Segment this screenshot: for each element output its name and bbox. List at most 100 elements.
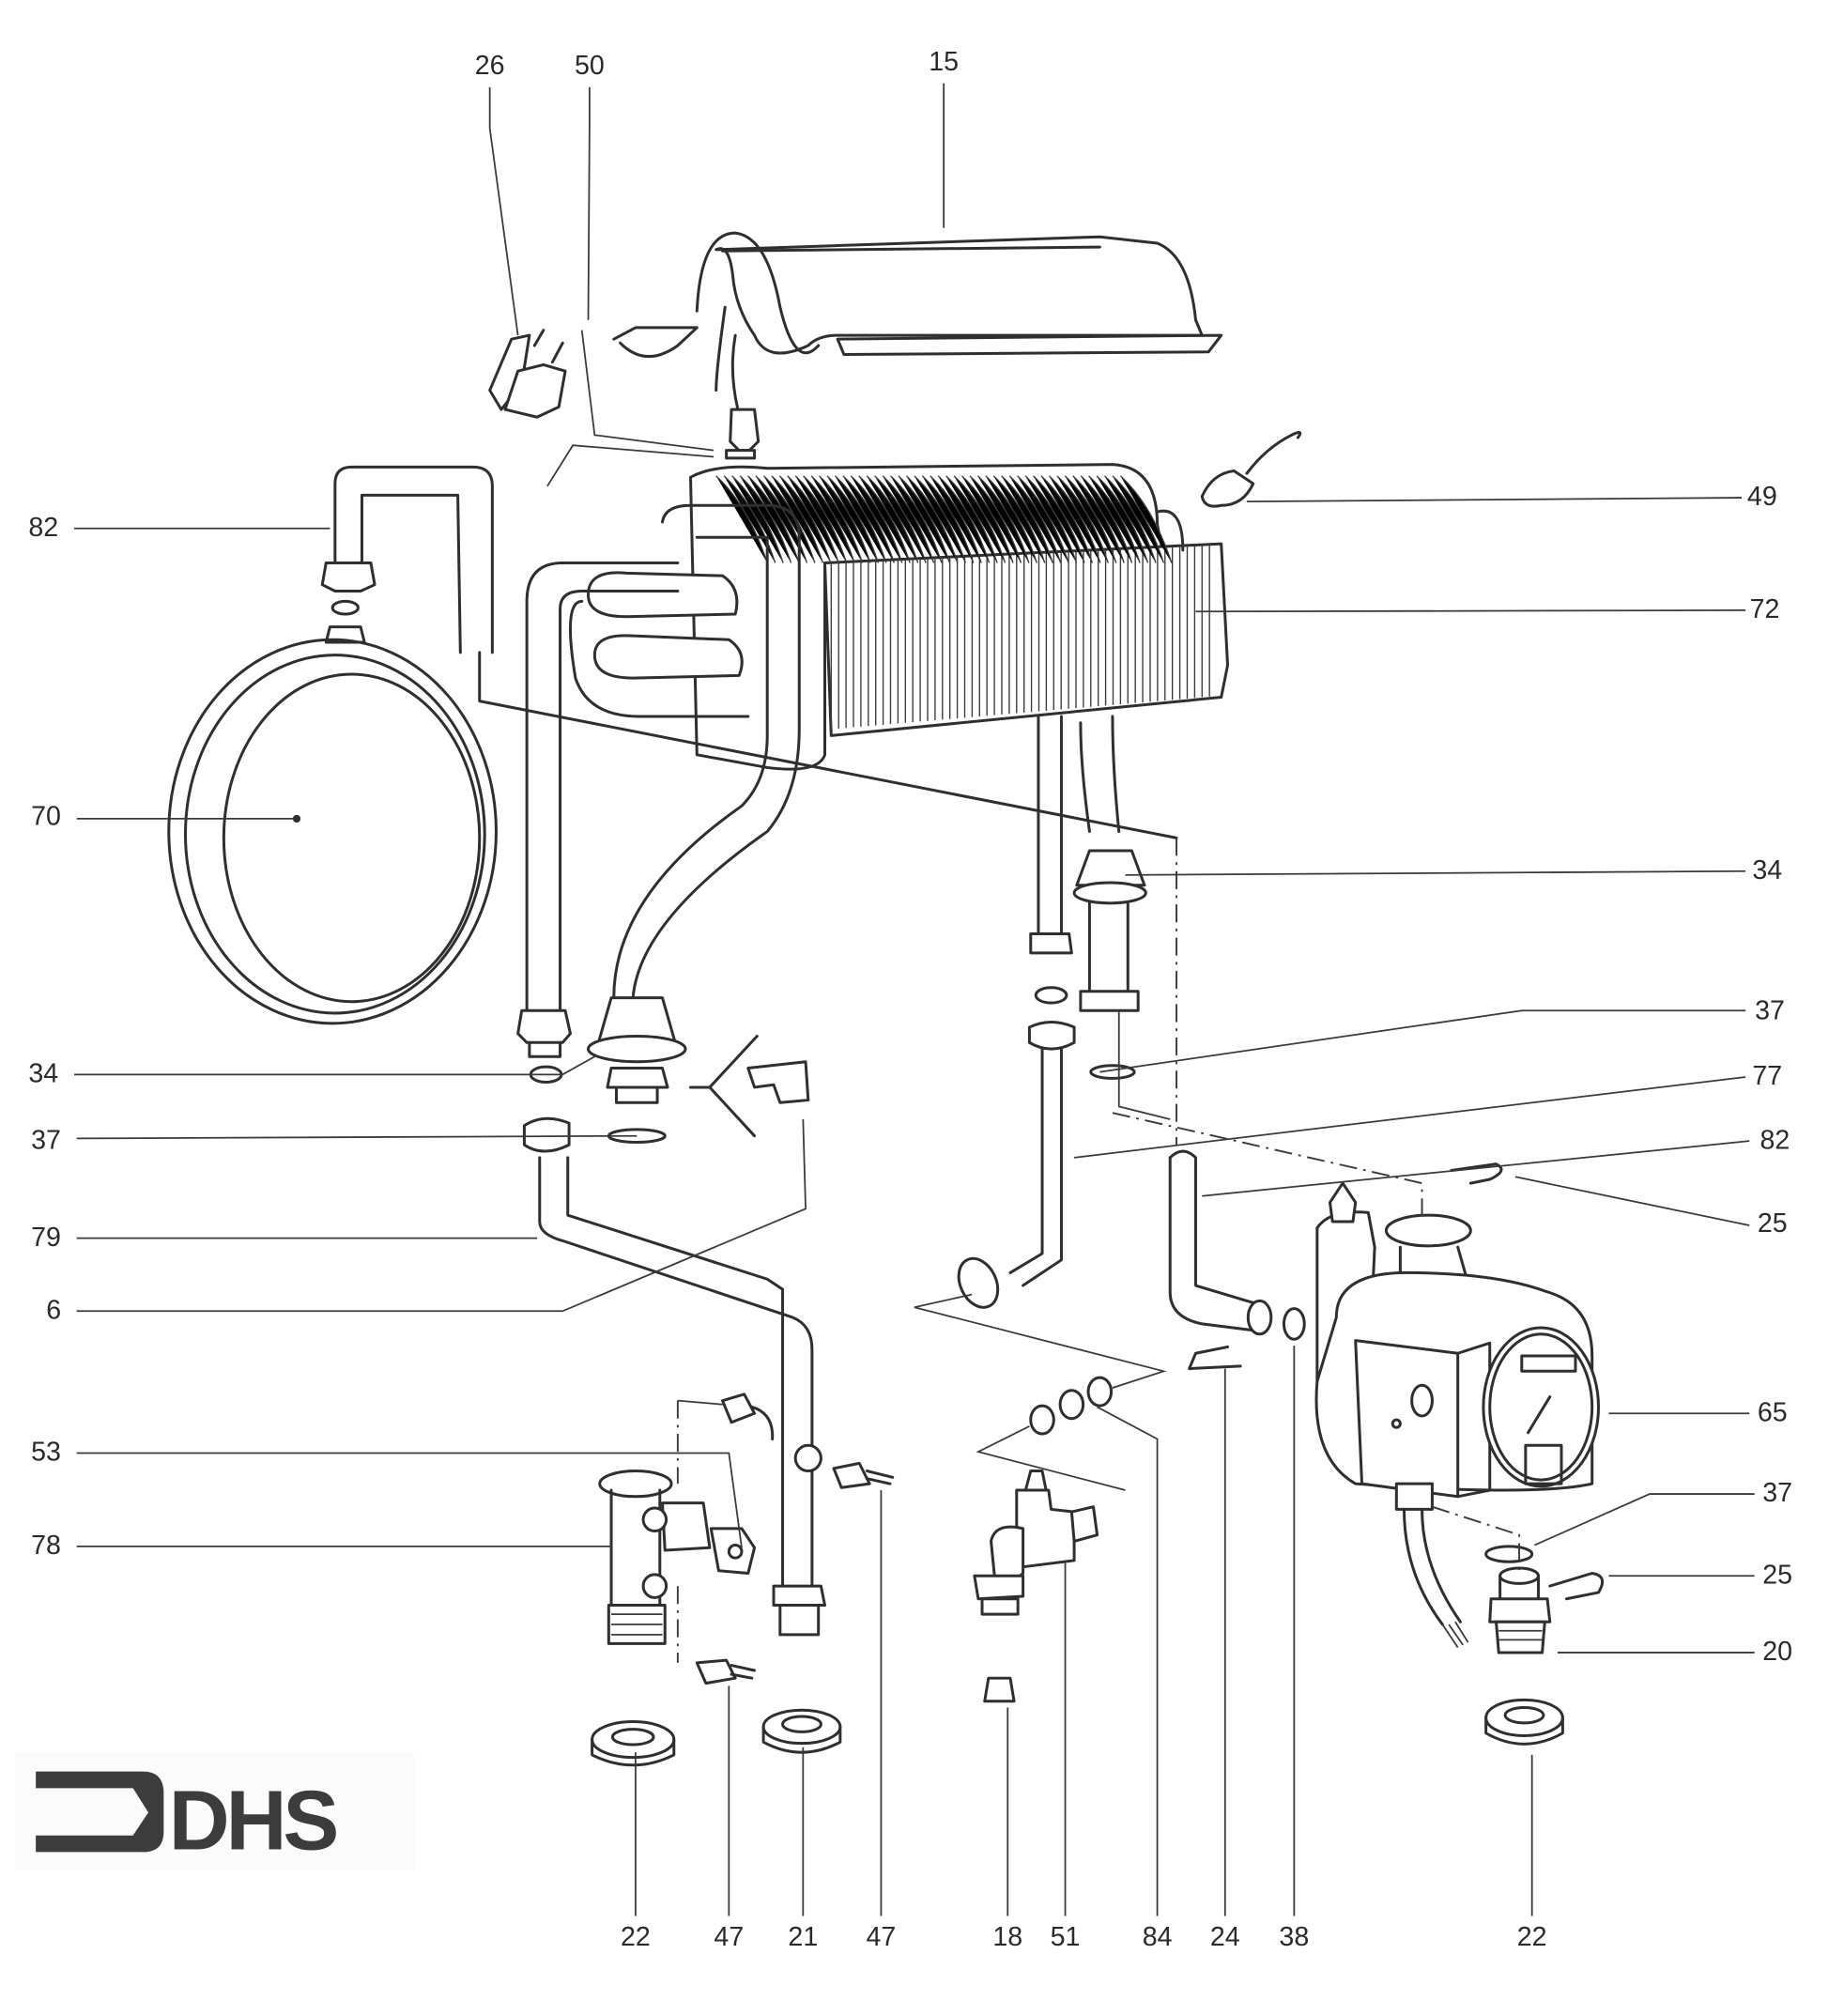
fin-line	[1080, 475, 1133, 563]
leader-line-left-6	[76, 1118, 807, 1313]
part-84-washers	[1029, 1376, 1114, 1436]
leader-line-right-82	[1202, 1140, 1750, 1197]
callout-47: 47	[714, 1922, 744, 1952]
fin-line	[976, 475, 1030, 563]
callout-53: 53	[31, 1438, 61, 1468]
fin-line	[803, 475, 855, 563]
fin-line	[739, 475, 792, 563]
part-21-nut	[761, 1708, 842, 1754]
callout-72: 72	[1750, 594, 1780, 624]
fin-line	[882, 475, 935, 563]
callout-70: 70	[31, 802, 61, 832]
part-22-nut-right	[1484, 1698, 1564, 1746]
fin-line	[1112, 475, 1165, 563]
callout-51: 51	[1051, 1922, 1081, 1952]
leader-line-right-77	[1073, 1076, 1746, 1159]
fin-line	[866, 475, 919, 563]
fin-line	[747, 475, 800, 563]
part-47-sensor-b	[832, 1461, 895, 1489]
part-26-clip	[488, 329, 567, 419]
callout-24: 24	[1210, 1922, 1240, 1952]
leader-line-bottom-84	[1097, 1406, 1159, 1916]
part-25-clip-bottom	[1548, 1572, 1605, 1601]
callout-77: 77	[1752, 1061, 1782, 1091]
leader-line-right-37	[1099, 1009, 1746, 1073]
fin-line	[826, 475, 880, 563]
fin-line	[1056, 475, 1109, 563]
fin-line	[985, 475, 1037, 563]
part-22-nut-left	[591, 1719, 676, 1767]
fin-line	[715, 475, 768, 563]
part-37-oring-right	[1484, 1545, 1534, 1563]
callout-38: 38	[1279, 1922, 1309, 1952]
callout-21: 21	[788, 1922, 818, 1952]
part-18-plug	[983, 1676, 1016, 1703]
fin-line	[937, 475, 991, 563]
fin-line	[787, 475, 839, 563]
callout-22: 22	[621, 1922, 651, 1952]
leader-line-left-34	[73, 1055, 595, 1076]
fin-line	[874, 475, 927, 563]
part-82-pipe-right	[1168, 838, 1262, 1332]
middle-pipes	[957, 715, 1171, 1309]
part-47-sensor-c	[695, 1658, 757, 1685]
fin-line	[914, 475, 966, 563]
part-47-sensor-a	[721, 1393, 775, 1440]
fin-line	[1001, 475, 1053, 563]
fin-line	[842, 475, 895, 563]
callout-15: 15	[929, 47, 959, 77]
part-53-sensor	[709, 1527, 757, 1576]
logo-text: DHS	[169, 1775, 337, 1869]
callout-82: 82	[1760, 1125, 1790, 1155]
fin-line	[819, 475, 871, 563]
fin-line	[1104, 475, 1157, 563]
fin-line	[1024, 475, 1078, 563]
part-65-pump	[1314, 1181, 1600, 1648]
part-72-heat-exchanger	[568, 463, 1230, 771]
part-82-pipe-top	[320, 465, 1178, 839]
fin-line	[921, 475, 975, 563]
callout-47: 47	[867, 1922, 897, 1952]
part-78-tee	[598, 1470, 712, 1645]
callout-37: 37	[1762, 1478, 1792, 1508]
part-50-sensor	[725, 333, 761, 460]
part-51-safety-valve	[973, 1470, 1099, 1616]
callout-49: 49	[1747, 482, 1777, 512]
fin-line	[1040, 475, 1094, 563]
callout-18: 18	[992, 1922, 1022, 1952]
part-38-seal	[1246, 1299, 1306, 1341]
callout-79: 79	[31, 1223, 61, 1253]
fin-line	[1119, 475, 1173, 563]
fin-line	[1064, 475, 1117, 563]
callout-37: 37	[1755, 996, 1785, 1026]
part-24-clip	[1188, 1345, 1242, 1371]
callout-82: 82	[28, 513, 58, 543]
fin-line	[834, 475, 887, 563]
callout-37: 37	[31, 1125, 61, 1155]
callout-34: 34	[28, 1058, 58, 1088]
callout-84: 84	[1143, 1922, 1173, 1952]
callout-6: 6	[46, 1295, 61, 1325]
leader-line-top-50	[587, 86, 591, 320]
leader-line-top-26	[488, 86, 519, 336]
leader-line-right-37	[1534, 1493, 1755, 1547]
fin-line	[905, 475, 959, 563]
leader-line-right-34	[1125, 869, 1746, 876]
part-15-hood	[612, 231, 1223, 392]
fin-line	[755, 475, 808, 563]
leader-line-right-25	[1514, 1176, 1750, 1226]
leader-line-left-37	[76, 1134, 638, 1140]
callout-26: 26	[475, 51, 505, 81]
leader-line-left-53	[76, 1452, 743, 1548]
fin-line	[898, 475, 951, 563]
callout-25: 25	[1762, 1560, 1792, 1590]
left-fittings	[516, 996, 814, 1588]
callout-34: 34	[1752, 855, 1782, 885]
part-20-connector	[1488, 1566, 1552, 1654]
fin-line	[1096, 475, 1149, 563]
fin-line	[1017, 475, 1069, 563]
part-49-sensor	[1200, 431, 1302, 508]
callout-50: 50	[575, 51, 605, 81]
dhs-logo: DHS	[15, 1752, 415, 1870]
callout-65: 65	[1758, 1397, 1788, 1427]
